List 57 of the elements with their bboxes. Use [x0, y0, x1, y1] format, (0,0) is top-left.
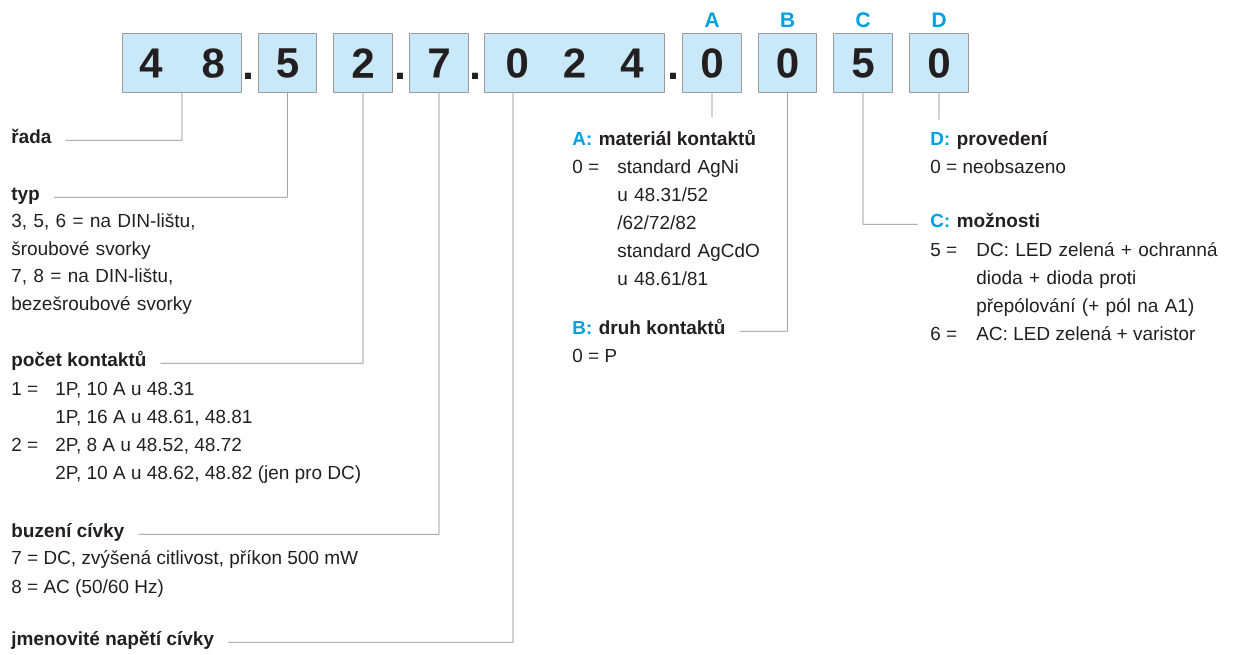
separator-dot: .	[472, 72, 478, 79]
leader-line	[65, 92, 183, 141]
description-text: standard AgCdO u 48.61/81	[617, 243, 759, 286]
heading: možnosti	[957, 212, 1039, 228]
position-letter: A	[704, 12, 720, 27]
description-text: 0 =	[572, 159, 599, 174]
separator-dot: .	[670, 72, 676, 79]
leader-line	[160, 92, 364, 364]
separator-dot: .	[245, 72, 251, 79]
description-text: 1P, 16 A u 48.61, 48.81	[56, 409, 252, 426]
description-text: DC: LED zelená + ochranná dioda + dioda proti přepólování (+ pól na A1)	[977, 242, 1218, 316]
key-letter: B:	[573, 320, 591, 334]
leader-line	[739, 92, 788, 332]
position-letter: B	[781, 12, 795, 27]
heading: provedení	[957, 131, 1048, 149]
code-box: 5	[833, 33, 893, 93]
key-letter: C:	[931, 213, 949, 228]
key-letter: D:	[931, 131, 949, 145]
description-text: 5 =	[930, 242, 957, 257]
code-box: 0	[909, 33, 969, 93]
separator-dot: .	[397, 72, 403, 79]
heading: typ	[11, 187, 39, 204]
description-text: 0 = P	[572, 348, 617, 363]
heading: materiál kontaktů	[599, 129, 755, 146]
leader-line	[938, 92, 940, 121]
description-text: 1 =	[12, 381, 38, 395]
code-box: 0	[682, 33, 742, 93]
heading: buzení cívky	[12, 523, 125, 541]
heading: počet kontaktů	[12, 350, 146, 370]
code-box: 0	[758, 33, 817, 93]
leader-line	[862, 92, 919, 225]
description-text: 3, 5, 6 = na DIN-lištu, šroubové svorky	[11, 213, 194, 259]
description-text: 2P, 10 A u 48.62, 48.82 (jen pro DC)	[56, 465, 360, 483]
description-text: 0 = neobsazeno	[930, 159, 1066, 174]
description-text: 6 =	[931, 326, 957, 341]
leader-line	[53, 92, 288, 198]
leader-line	[137, 92, 440, 535]
description-text: AC: LED zelená + varistor	[976, 326, 1195, 341]
description-text: 8 = AC (50/60 Hz)	[12, 579, 163, 597]
code-box: 7	[409, 33, 469, 93]
position-letter: C	[856, 12, 870, 28]
code-box: 5	[258, 33, 317, 93]
key-letter: A:	[572, 131, 591, 145]
heading: druh kontaktů	[599, 318, 725, 335]
description-text: 7 = DC, zvýšená citlivost, příkon 500 mW	[12, 550, 358, 568]
code-box: 4 8	[122, 33, 242, 93]
heading: jmenovité napětí cívky	[10, 630, 214, 649]
description-text: 1P, 10 A u 48.31	[56, 381, 194, 398]
description-text: 7, 8 = na DIN-lištu, bezešroubové svorky	[12, 268, 192, 314]
description-text: 2 =	[12, 437, 38, 451]
description-text: 2P, 8 A u 48.52, 48.72	[56, 437, 241, 454]
code-box: 0 2 4	[484, 33, 665, 93]
position-letter: D	[932, 12, 946, 27]
leader-line	[227, 92, 514, 643]
heading: řada	[11, 128, 52, 144]
leader-line	[711, 92, 713, 118]
code-box: 2	[333, 33, 393, 93]
